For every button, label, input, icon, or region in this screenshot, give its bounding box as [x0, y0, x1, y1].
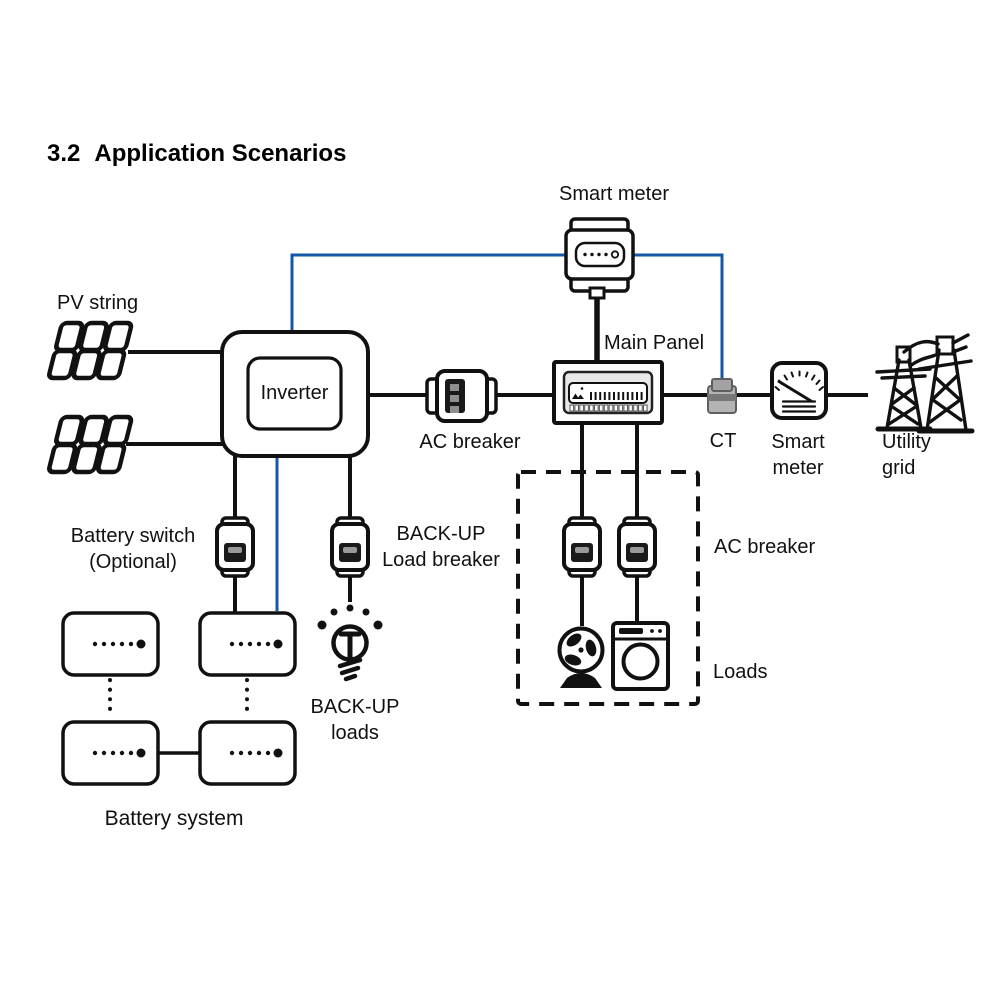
- smart-meter-din-icon: [564, 217, 635, 300]
- meter-signal-wire: [275, 253, 724, 611]
- smart-meter-analog-icon: [770, 361, 828, 420]
- section-title: 3.2 Application Scenarios: [47, 140, 346, 168]
- pv-string-label: PV string: [57, 292, 139, 314]
- loads-group-dashed-box: [516, 470, 700, 706]
- inverter-box-icon: [220, 330, 370, 458]
- ac-breaker-loads-label: AC breaker: [714, 536, 816, 558]
- utility-grid-towers-icon: [875, 333, 975, 434]
- section-number: 3.2: [47, 140, 81, 167]
- ac-breaker-icon: [425, 369, 498, 423]
- backup-load-breaker-icon: [330, 516, 370, 578]
- loads-ac-breaker-2-icon: [617, 516, 657, 578]
- smart-meter-top-label: Smart meter: [558, 183, 670, 205]
- battery-switch-breaker-icon: [215, 516, 255, 578]
- utility-grid-label: Utility grid: [882, 431, 931, 479]
- main-panel-label: Main Panel: [604, 332, 705, 354]
- battery-module-icon: [61, 611, 160, 677]
- washing-machine-icon: [611, 621, 670, 691]
- loads-ac-breaker-1-icon: [562, 516, 602, 578]
- battery-system-label: Battery system: [104, 807, 244, 830]
- loads-label: Loads: [713, 661, 768, 683]
- main-panel-icon: [552, 360, 664, 425]
- ct-label: CT: [709, 430, 737, 452]
- battery-module-icon: [61, 720, 160, 786]
- smart-meter-right-label: Smart meter: [771, 431, 825, 479]
- backup-load-breaker-label: BACK-UP Load breaker: [382, 523, 500, 571]
- ac-breaker-main-label: AC breaker: [419, 431, 521, 453]
- pv-string-icon: [48, 323, 132, 472]
- light-bulb-icon: [317, 604, 383, 682]
- battery-switch-label: Battery switch (Optional): [70, 525, 196, 573]
- battery-module-icon: [198, 720, 297, 786]
- ct-clamp-icon: [707, 378, 737, 414]
- section-title-text: Application Scenarios: [94, 140, 347, 167]
- battery-system-icon: [61, 611, 297, 786]
- battery-module-icon: [198, 611, 297, 677]
- fan-icon: [557, 626, 605, 688]
- inverter-label: Inverter: [260, 382, 329, 404]
- backup-loads-label: BACK-UP loads: [310, 696, 400, 744]
